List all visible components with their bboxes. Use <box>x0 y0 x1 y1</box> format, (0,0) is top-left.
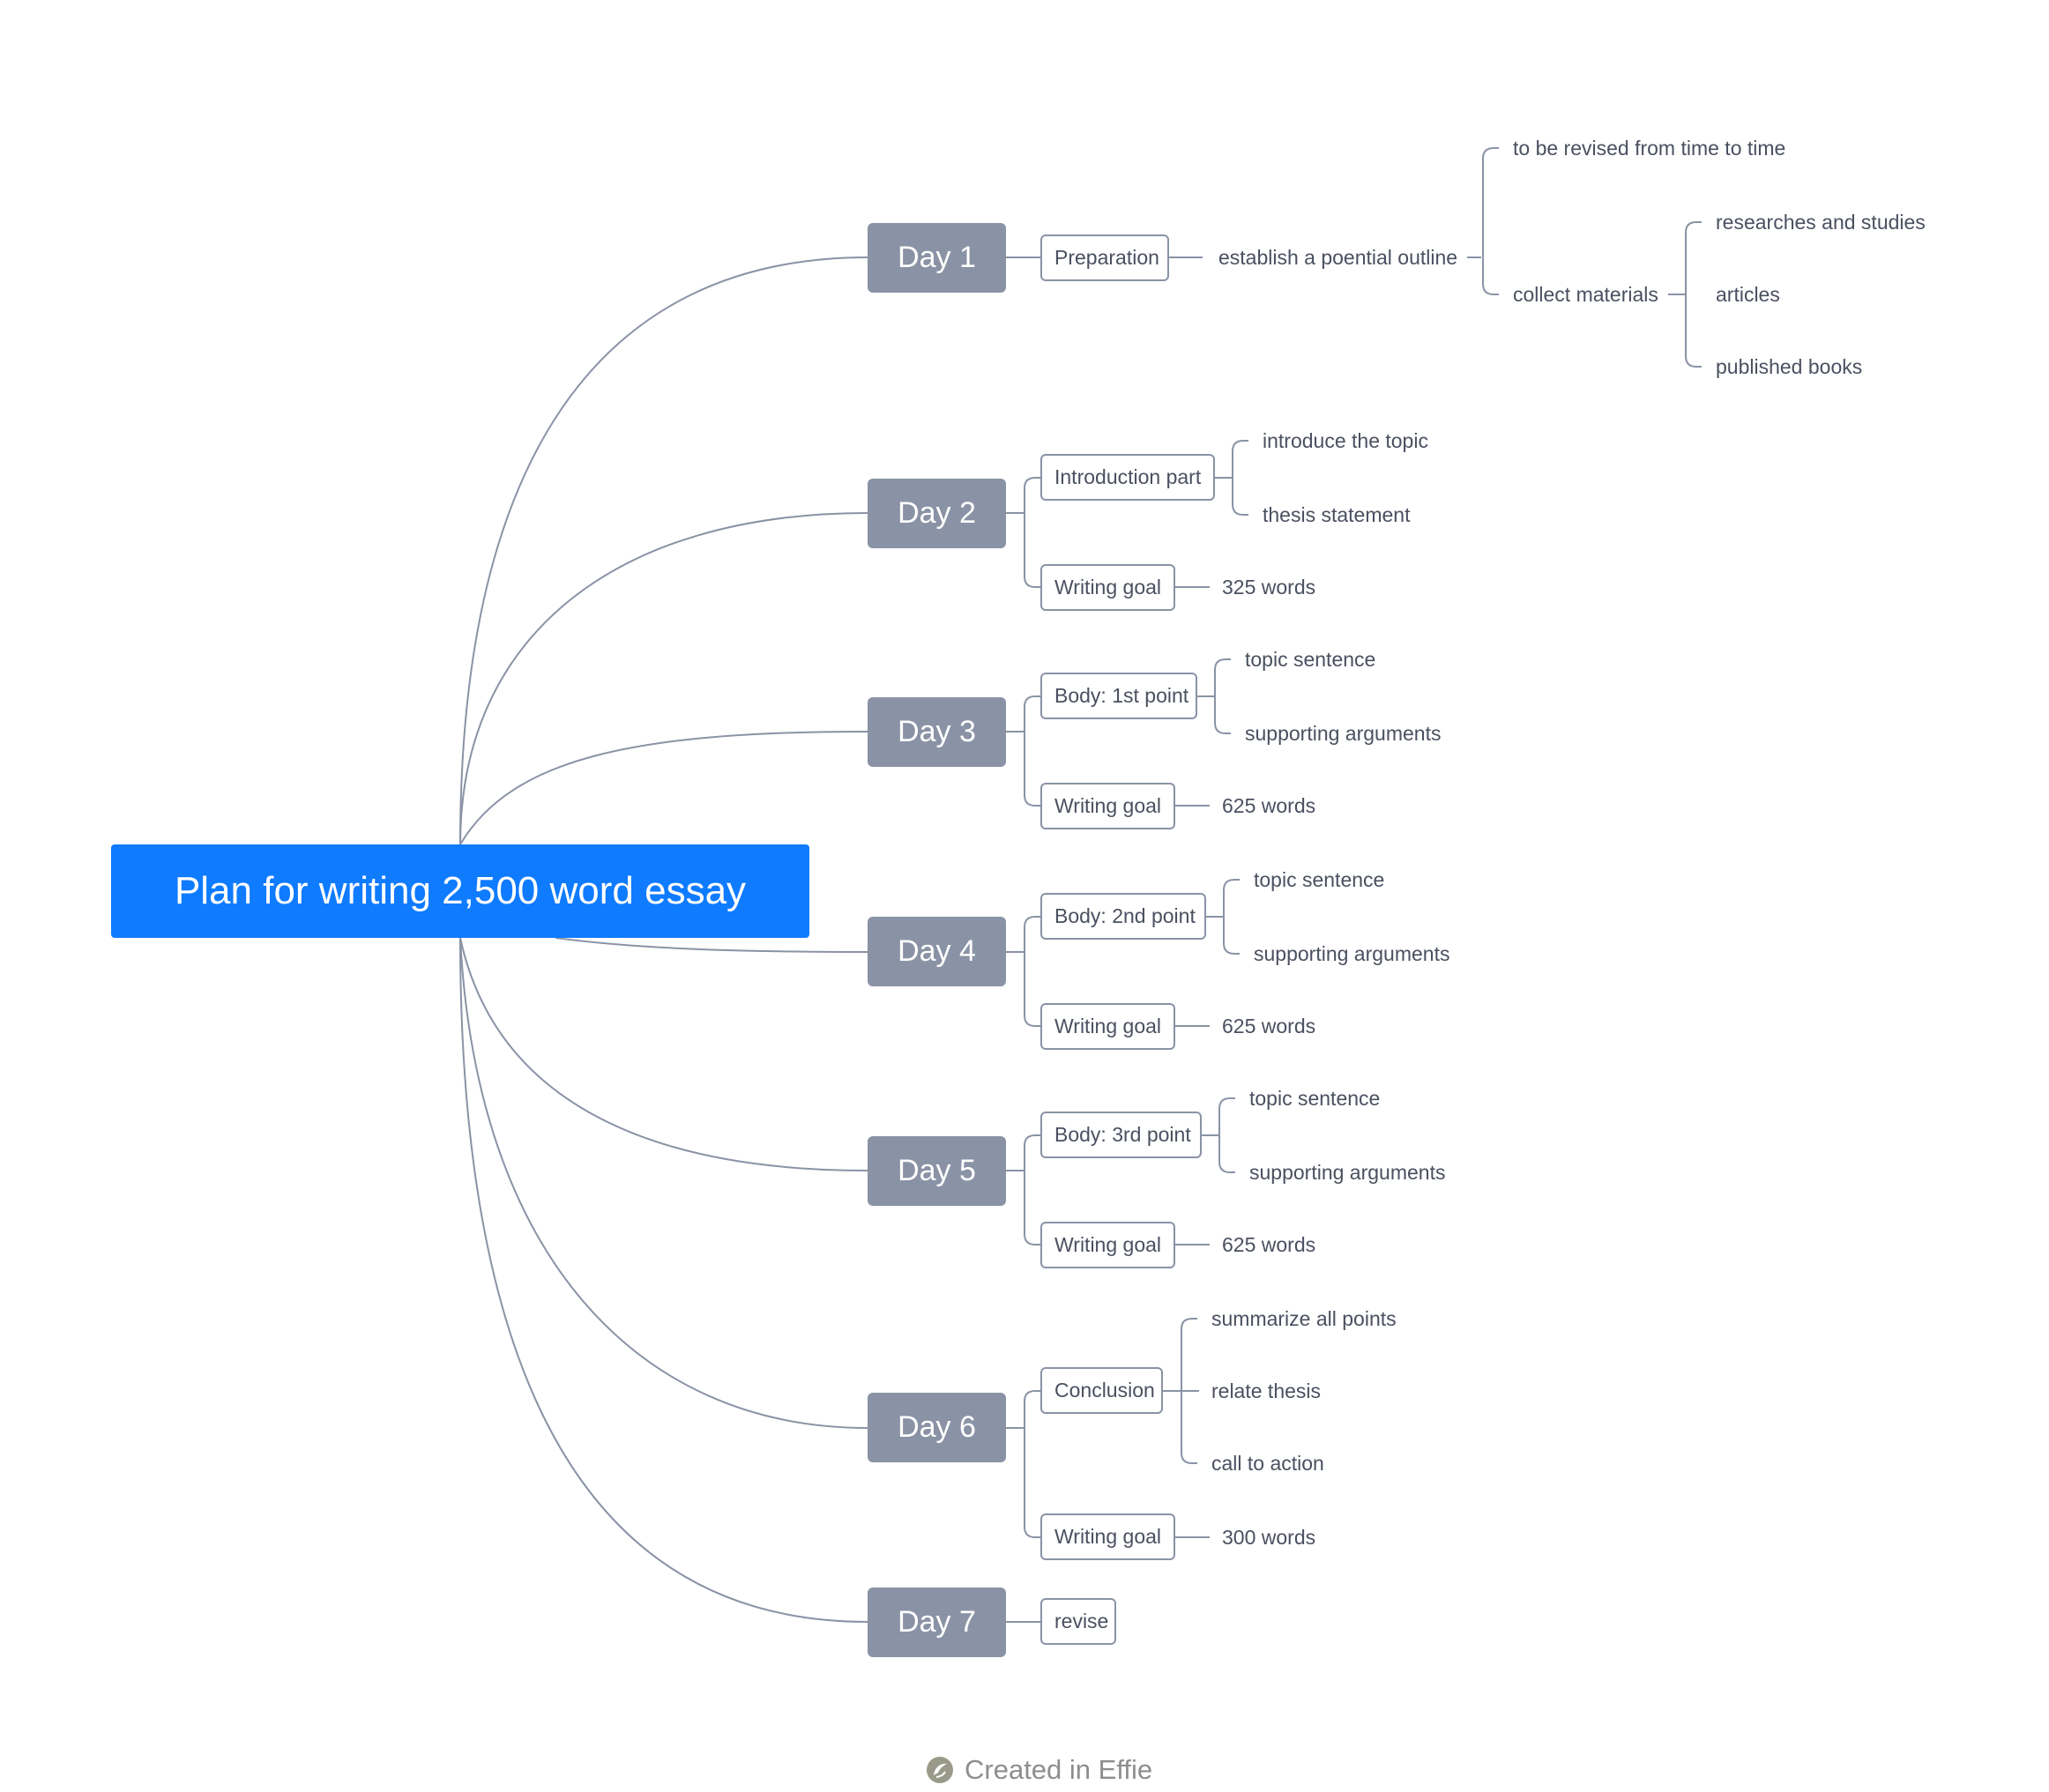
day3-item-topic-sentence[interactable]: topic sentence <box>1245 648 1376 671</box>
goal-value-day3[interactable]: 625 words <box>1222 794 1316 817</box>
day4-item-supporting-arguments[interactable]: supporting arguments <box>1254 942 1450 965</box>
link-outline-bracket <box>1467 147 1499 295</box>
day-4-node[interactable]: Day 4 <box>868 917 1006 986</box>
day-5-node[interactable]: Day 5 <box>868 1136 1006 1206</box>
link-root-day5 <box>459 937 868 1171</box>
goal-value-day5[interactable]: 625 words <box>1222 1233 1316 1256</box>
material-item-researches[interactable]: researches and studies <box>1716 211 1926 234</box>
link-day6-bracket <box>1006 1390 1040 1538</box>
goal-value-day4[interactable]: 625 words <box>1222 1015 1316 1037</box>
day5-item-topic-sentence[interactable]: topic sentence <box>1249 1087 1381 1110</box>
link-root-day7 <box>459 937 868 1623</box>
link-root-day1 <box>459 257 868 845</box>
writing-goal-node-day5[interactable]: Writing goal <box>1040 1222 1175 1268</box>
link-body1-bracket <box>1197 658 1231 734</box>
footer-text: Created in Effie <box>965 1754 1153 1785</box>
collect-materials-node[interactable]: collect materials <box>1513 283 1658 306</box>
material-item-books[interactable]: published books <box>1716 355 1863 378</box>
footer-watermark: Created in Effie <box>926 1752 1152 1788</box>
body-1st-point-node[interactable]: Body: 1st point <box>1040 673 1197 719</box>
day5-item-supporting-arguments[interactable]: supporting arguments <box>1249 1161 1446 1184</box>
revise-node[interactable]: revise <box>1040 1598 1116 1645</box>
link-root-day6 <box>459 937 868 1429</box>
day-3-node[interactable]: Day 3 <box>868 697 1006 767</box>
link-day5-bracket <box>1006 1134 1040 1245</box>
link-day2-bracket <box>1006 477 1040 588</box>
outline-node[interactable]: establish a poential outline <box>1218 246 1458 269</box>
day-1-node[interactable]: Day 1 <box>868 223 1006 293</box>
writing-goal-node-day6[interactable]: Writing goal <box>1040 1513 1175 1560</box>
link-intro-bracket <box>1215 440 1248 516</box>
day3-item-supporting-arguments[interactable]: supporting arguments <box>1245 722 1442 745</box>
day6-item-call-to-action[interactable]: call to action <box>1211 1452 1324 1475</box>
day6-item-summarize[interactable]: summarize all points <box>1211 1307 1397 1330</box>
writing-goal-node-day2[interactable]: Writing goal <box>1040 564 1175 611</box>
effie-logo-icon <box>927 1757 953 1783</box>
body-2nd-point-node[interactable]: Body: 2nd point <box>1040 893 1206 940</box>
introduction-node[interactable]: Introduction part <box>1040 454 1215 501</box>
preparation-node[interactable]: Preparation <box>1040 234 1169 281</box>
link-body2-bracket <box>1206 879 1240 955</box>
link-root-day2 <box>459 512 868 845</box>
writing-goal-node-day4[interactable]: Writing goal <box>1040 1003 1175 1050</box>
link-body3-bracket <box>1202 1097 1235 1173</box>
link-root-day4 <box>555 937 868 953</box>
link-conclusion-bracket <box>1163 1318 1199 1464</box>
day-2-node[interactable]: Day 2 <box>868 479 1006 548</box>
link-day4-bracket <box>1006 916 1040 1027</box>
link-day3-bracket <box>1006 695 1040 807</box>
link-root-day3 <box>459 731 868 845</box>
revised-node[interactable]: to be revised from time to time <box>1513 137 1786 160</box>
goal-value-day6[interactable]: 300 words <box>1222 1526 1316 1549</box>
intro-item-topic[interactable]: introduce the topic <box>1263 429 1428 452</box>
link-collect-bracket <box>1668 221 1702 368</box>
conclusion-node[interactable]: Conclusion <box>1040 1367 1163 1414</box>
day6-item-relate-thesis[interactable]: relate thesis <box>1211 1379 1322 1402</box>
day4-item-topic-sentence[interactable]: topic sentence <box>1254 868 1385 891</box>
root-topic[interactable]: Plan for writing 2,500 word essay <box>111 844 809 938</box>
writing-goal-node-day3[interactable]: Writing goal <box>1040 783 1175 829</box>
day-6-node[interactable]: Day 6 <box>868 1393 1006 1462</box>
intro-item-thesis[interactable]: thesis statement <box>1263 503 1411 526</box>
body-3rd-point-node[interactable]: Body: 3rd point <box>1040 1112 1202 1158</box>
material-item-articles[interactable]: articles <box>1716 283 1780 306</box>
goal-value-day2[interactable]: 325 words <box>1222 576 1316 599</box>
day-7-node[interactable]: Day 7 <box>868 1588 1006 1657</box>
